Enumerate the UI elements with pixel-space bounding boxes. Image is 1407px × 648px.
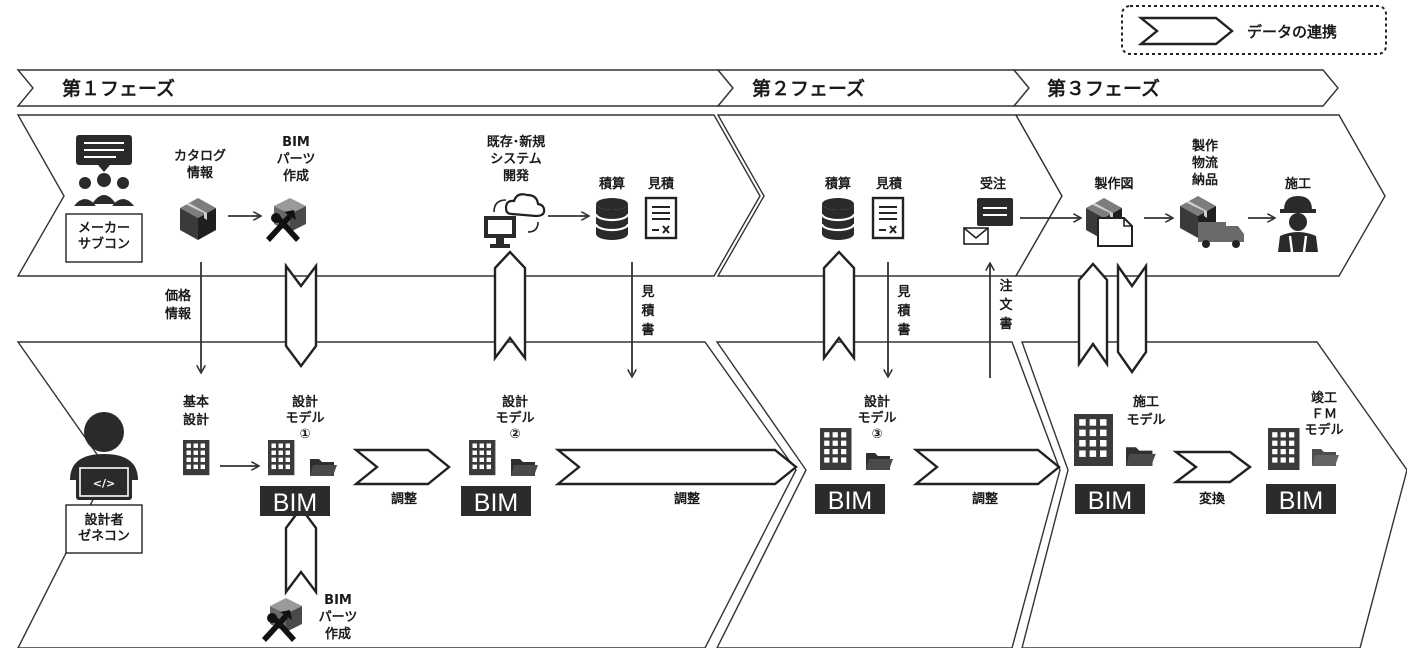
- phase-1-label: 第１フェーズ: [62, 77, 175, 100]
- adjust-1-label: 調整: [391, 491, 418, 507]
- bim-fm-model: BIM: [1266, 428, 1339, 515]
- designer-band-phase-2: [715, 341, 1061, 648]
- legend: データの連携: [1121, 5, 1387, 55]
- chevron-convert: [1172, 450, 1252, 484]
- bim-badge-fm-label: BIM: [1279, 487, 1323, 515]
- chevron-adjust-3: [912, 448, 1061, 486]
- sekisan-2-label: 積算: [824, 176, 851, 192]
- document-icon: [644, 196, 678, 240]
- mitsumori-2-label: 見積: [875, 176, 903, 192]
- order-mail-icon: [963, 198, 1013, 245]
- legend-chevron-icon: [1137, 16, 1234, 46]
- maker-label: メーカーサブコン: [78, 221, 130, 252]
- seisaku-butsuryu-label: 製作物流納品: [1191, 138, 1218, 188]
- svg-text:</>: </>: [93, 477, 115, 490]
- maker-band-phase-2: [716, 114, 1063, 277]
- convert-label: 変換: [1199, 491, 1226, 507]
- link-chevron-up-system: [493, 250, 527, 362]
- sekou-label: 施工: [1285, 176, 1311, 192]
- designer-label: 設計者ゼネコン: [78, 512, 130, 544]
- legend-label: データの連携: [1247, 23, 1337, 41]
- maker-band: [16, 114, 1386, 277]
- designer-label-box: [65, 504, 143, 554]
- building-icon-m1: [268, 440, 295, 476]
- basic-design-label: 基本設計: [182, 394, 209, 428]
- chevron-adjust-1: [352, 448, 451, 486]
- seisakuzu-label: 製作図: [1093, 176, 1133, 192]
- link-chevron-down-seisakuzu: [1116, 262, 1148, 375]
- link-chevron-up-seisakuzu: [1077, 262, 1109, 368]
- building-icon-m2: [469, 440, 496, 476]
- bim-model-1: BIM: [260, 440, 337, 517]
- delivery-truck-icon: [1180, 196, 1244, 248]
- bim-badge-m3-label: BIM: [828, 487, 872, 515]
- chevron-adjust-2: [554, 448, 798, 486]
- phase-2-label: 第２フェーズ: [752, 77, 865, 100]
- fm-model-label: 竣工ＦＭモデル: [1304, 390, 1343, 438]
- price-info-label: 価格情報: [164, 288, 192, 322]
- designer-band-phase-3: [1021, 341, 1407, 648]
- bim-badge-m1-label: BIM: [273, 489, 317, 517]
- construction-model-label: 施工モデル: [1126, 394, 1165, 428]
- bim-badge-construction-label: BIM: [1088, 487, 1132, 515]
- bim-model-2: BIM: [461, 440, 538, 517]
- designer-actor: </> 設計者ゼネコン: [65, 412, 143, 554]
- document-icon-2: [871, 196, 905, 240]
- order-doc-label: 注文書: [999, 278, 1013, 332]
- blueprint-box-icon: [1086, 198, 1133, 247]
- maker-actor: メーカーサブコン: [65, 135, 143, 263]
- phase-3-label: 第３フェーズ: [1047, 77, 1160, 100]
- juchu-label: 受注: [980, 176, 1006, 192]
- estimate-doc-1-label: 見積書: [640, 285, 655, 338]
- bim-badge-m2-label: BIM: [474, 489, 518, 517]
- estimate-doc-2-label: 見積書: [896, 285, 911, 338]
- system-dev-label: 既存･新規システム開発: [487, 134, 546, 184]
- catalog-label: カタログ情報: [174, 148, 226, 181]
- database-icon-2: [820, 196, 856, 242]
- computer-cloud-icon: [484, 193, 546, 248]
- chat-people-icon: [74, 135, 134, 206]
- database-icon: [594, 196, 630, 242]
- maker-label-box: [65, 213, 143, 263]
- programmer-icon: </>: [70, 412, 138, 500]
- bim-construction-model: BIM: [1074, 414, 1156, 515]
- bim-model-3: BIM: [815, 428, 893, 515]
- adjust-3-label: 調整: [972, 491, 999, 507]
- link-chevron-up-sekisan: [822, 250, 856, 362]
- adjust-2-label: 調整: [674, 491, 701, 507]
- worker-icon: [1278, 196, 1318, 253]
- link-chevron-down-parts: [284, 262, 318, 368]
- building-icon-fm: [1268, 428, 1300, 470]
- building-icon-m3: [820, 428, 852, 470]
- phase-ribbon: 第１フェーズ 第２フェーズ 第３フェーズ: [16, 69, 1339, 107]
- mitsumori-1-label: 見積: [647, 176, 675, 192]
- phase-3-banner: [1012, 69, 1339, 107]
- building-icon-construction: [1074, 414, 1113, 466]
- sekisan-1-label: 積算: [598, 176, 625, 192]
- designer-band: [16, 341, 1407, 648]
- building-icon: [183, 440, 210, 476]
